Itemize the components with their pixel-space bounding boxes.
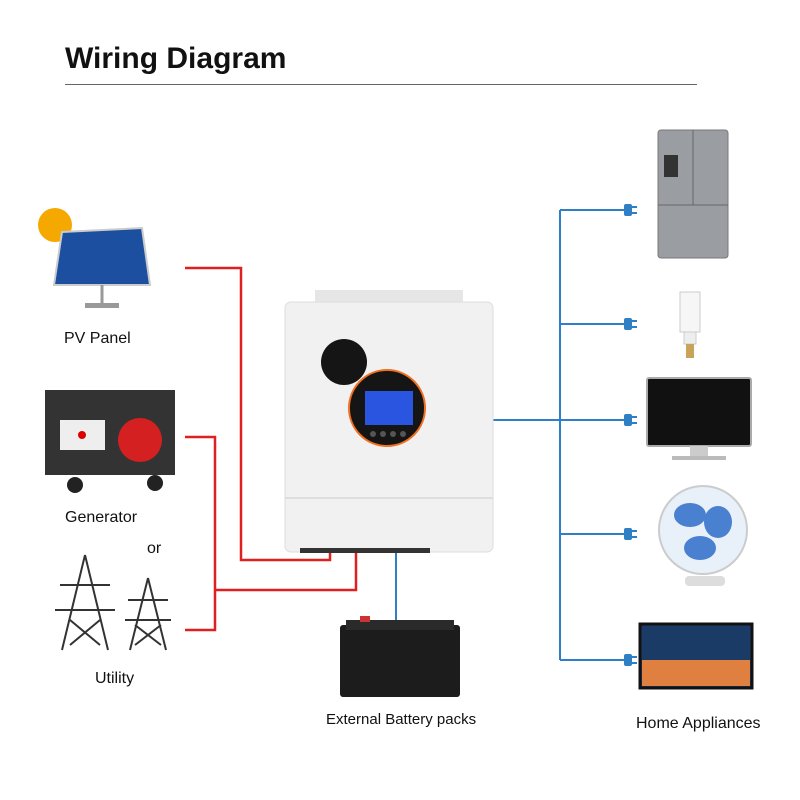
generator-wire bbox=[185, 435, 217, 632]
tv-icon bbox=[638, 622, 754, 690]
plug-icon bbox=[624, 654, 637, 666]
utility-label: Utility bbox=[95, 670, 135, 687]
plug-icon bbox=[624, 318, 637, 330]
plug-icon bbox=[624, 528, 637, 540]
pv-panel-icon bbox=[38, 208, 152, 308]
pv-wire bbox=[185, 266, 332, 562]
pv-panel-label: PV Panel bbox=[64, 330, 131, 347]
output-wires bbox=[395, 209, 625, 661]
or-label: or bbox=[147, 540, 162, 557]
utility-tower-icon bbox=[55, 554, 171, 651]
grid-wire bbox=[215, 550, 358, 592]
plug-icons bbox=[624, 204, 637, 666]
generator-icon bbox=[45, 390, 175, 493]
plug-icon bbox=[624, 204, 637, 216]
plug-icon bbox=[624, 414, 637, 426]
generator-label: Generator bbox=[65, 509, 138, 526]
light-bulb-icon bbox=[679, 291, 701, 358]
lcd-screen bbox=[365, 391, 413, 425]
fridge-icon bbox=[657, 129, 729, 259]
title-divider bbox=[65, 84, 697, 85]
input-wires bbox=[185, 266, 358, 632]
inverter bbox=[284, 290, 494, 553]
battery-icon bbox=[340, 616, 460, 697]
fan-icon bbox=[658, 485, 748, 586]
battery-label: External Battery packs bbox=[326, 711, 477, 728]
page-title: Wiring Diagram bbox=[65, 42, 287, 75]
monitor-icon bbox=[646, 377, 752, 460]
home-appliances-label: Home Appliances bbox=[636, 715, 761, 732]
